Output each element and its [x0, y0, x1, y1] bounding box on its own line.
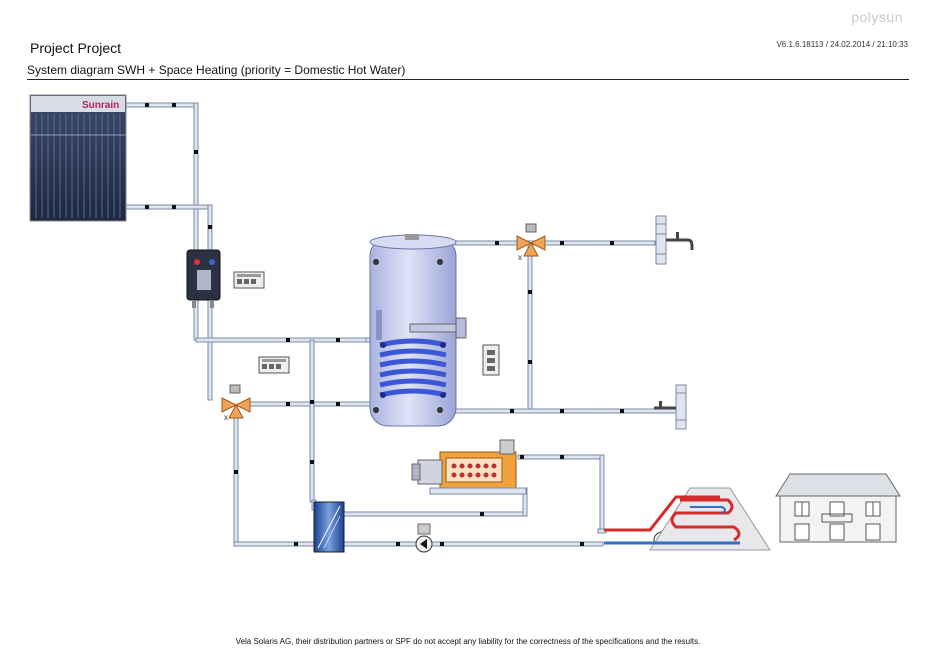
page-title: Project Project — [30, 40, 122, 56]
disclaimer-text: Vela Solaris AG, their distribution part… — [235, 637, 701, 646]
building — [775, 473, 901, 543]
svg-text:x: x — [224, 413, 228, 422]
heat-exchanger — [313, 501, 345, 553]
version-stamp: V6.1.6.18113 / 24.02.2014 / 21:10:33 — [776, 40, 908, 49]
boiler — [411, 439, 527, 495]
tank-heat-coil — [379, 338, 447, 398]
circulation-pump — [415, 523, 433, 553]
diagram-subtitle: System diagram SWH + Space Heating (prio… — [27, 63, 406, 77]
pipe-joints — [145, 103, 624, 546]
underfloor-heating-loop — [604, 487, 771, 551]
tank-controller — [482, 344, 500, 376]
cold-water-tap — [654, 384, 687, 430]
hot-water-storage-tank — [369, 234, 467, 427]
svg-text:x: x — [518, 253, 522, 262]
heating-controller — [258, 356, 290, 374]
solar-pump-station — [186, 249, 221, 308]
solar-collector: Sunrain — [29, 94, 127, 222]
solar-controller — [233, 271, 265, 289]
mixing-valve-dhw: x — [516, 223, 546, 262]
collector-brand-label: Sunrain — [82, 100, 119, 111]
hot-water-tap — [655, 215, 694, 265]
brand-logo: polysun — [851, 9, 903, 25]
three-way-valve-heating: x — [221, 384, 251, 422]
header-divider — [27, 79, 909, 80]
